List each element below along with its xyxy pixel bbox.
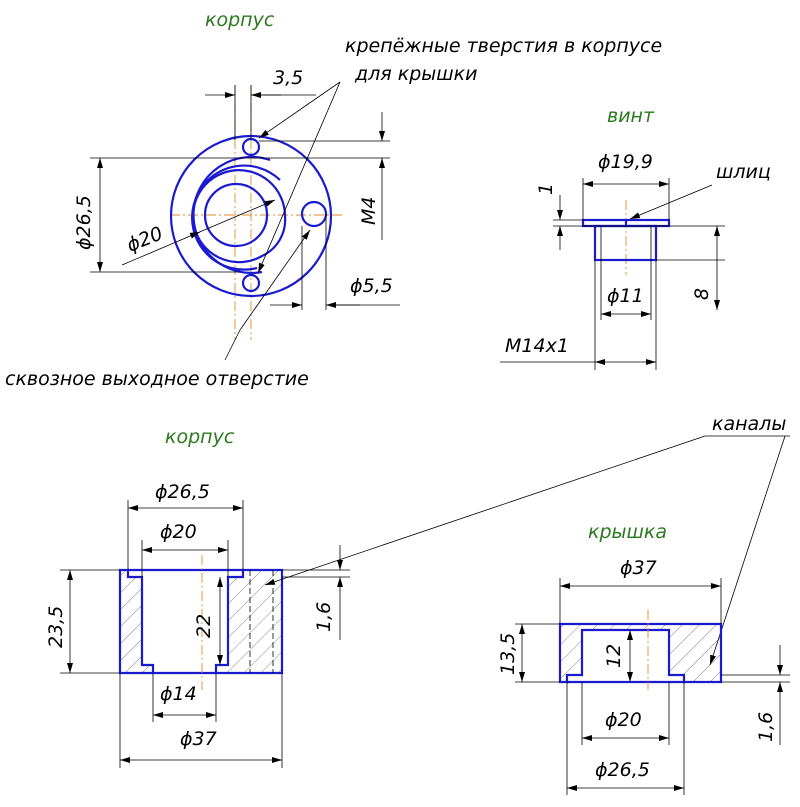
dim-sec-d37: ϕ37	[180, 728, 217, 750]
title-housing-section: корпус	[165, 426, 235, 448]
label-slot: шлиц	[716, 161, 771, 183]
dim-sec-d14: ϕ14	[160, 683, 197, 705]
dim-lid-12: 12	[603, 644, 625, 668]
housing-top-view: корпус крепёжные тверстия в корпусе для …	[5, 9, 662, 390]
mount-hole	[241, 273, 261, 293]
through-hole	[300, 200, 328, 228]
title-housing-top: корпус	[205, 9, 275, 31]
dim-lid-d26-5: ϕ26,5	[595, 759, 650, 781]
dim-lid-1-6: 1,6	[755, 712, 777, 742]
dim-sec-d26-5: ϕ26,5	[155, 481, 210, 503]
dim-d5-5: ϕ5,5	[350, 275, 393, 297]
dim-sec-d20: ϕ20	[160, 521, 197, 543]
dim-d20: ϕ20	[124, 222, 166, 256]
title-lid: крышка	[588, 521, 667, 543]
dim-3-5: 3,5	[273, 67, 303, 89]
dim-sec-22: 22	[193, 614, 215, 638]
dim-sec-23-5: 23,5	[45, 606, 67, 648]
dim-screw-m14: M14x1	[505, 335, 569, 357]
dim-screw-d11: ϕ11	[607, 285, 644, 307]
label-mount-holes: крепёжные тверстия в корпусе	[345, 35, 662, 57]
dim-sec-1-6: 1,6	[313, 602, 335, 632]
title-screw: винт	[607, 105, 655, 127]
label-through-hole: сквозное выходное отверстие	[5, 368, 309, 390]
housing-section: корпус ϕ26,5 ϕ20 23,5 22 1,6	[45, 413, 790, 768]
label-channels: каналы	[712, 413, 786, 435]
dim-lid-13-5: 13,5	[497, 633, 519, 675]
dim-screw-8: 8	[691, 288, 713, 300]
dim-d26-5: ϕ26,5	[73, 195, 95, 250]
dim-screw-d19-9: ϕ19,9	[598, 151, 653, 173]
label-mount-holes-2: для крышки	[354, 63, 478, 85]
screw-view: винт ϕ19,9 шлиц 1 8 ϕ11 M14x1	[500, 105, 771, 370]
dim-lid-d20: ϕ20	[605, 709, 642, 731]
dim-m4: M4	[358, 197, 380, 225]
dim-screw-1: 1	[535, 183, 557, 195]
dim-lid-d37: ϕ37	[620, 557, 657, 579]
lid-section: крышка ϕ37 13,5 12 1,6 ϕ20 ϕ26,5	[497, 521, 790, 795]
